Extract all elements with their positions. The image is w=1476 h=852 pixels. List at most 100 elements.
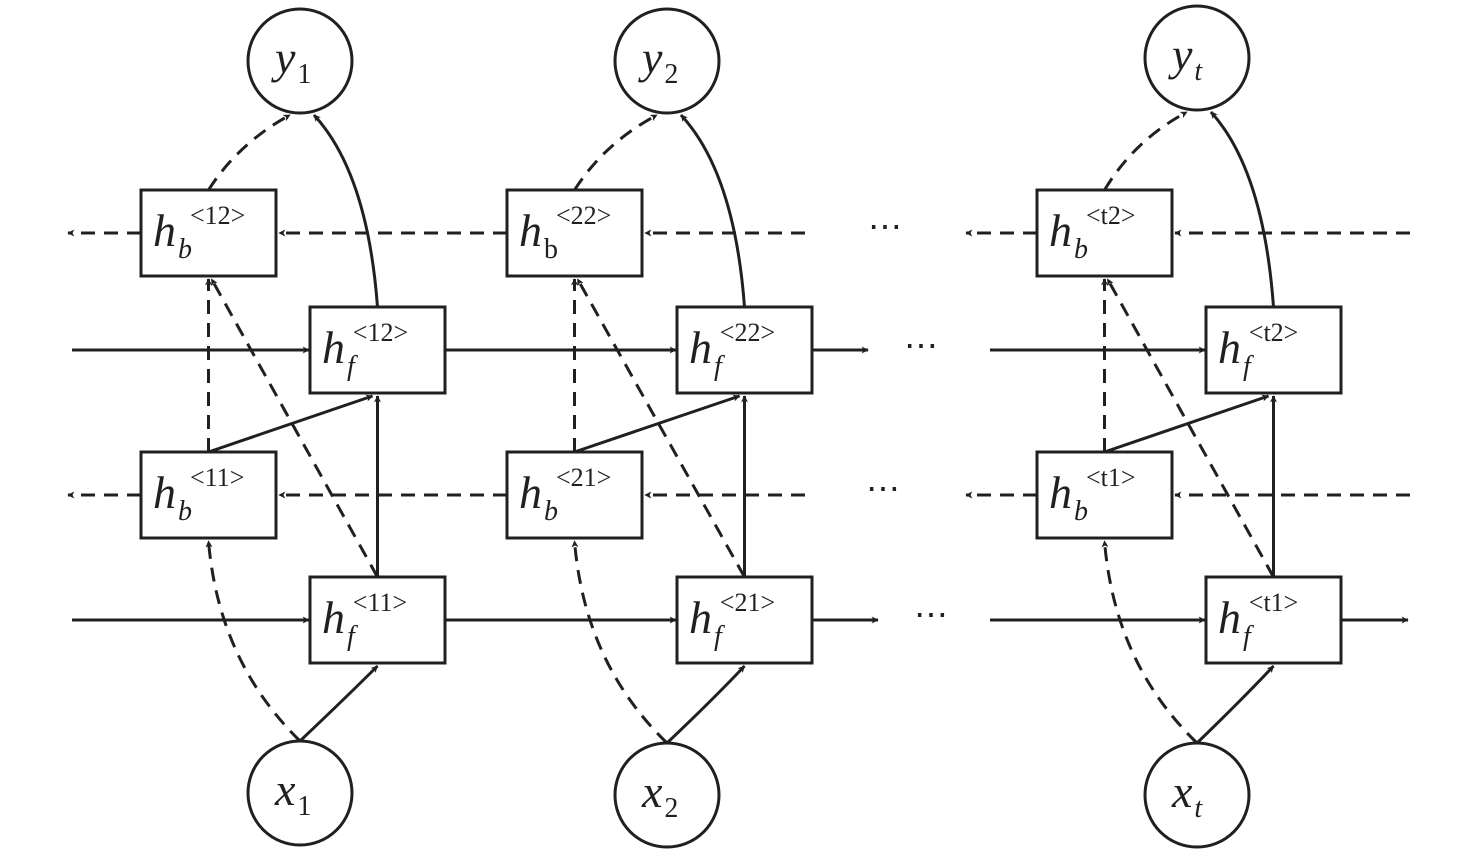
node-label: hf <12> <box>322 318 408 382</box>
node-hf-bottom-t: hf <t1> <box>1204 575 1343 665</box>
node-label: hb<21> <box>519 463 611 527</box>
label-subscript: b <box>178 234 192 265</box>
edge-x-to-hf-bottom <box>1195 664 1275 745</box>
box-outline <box>308 305 447 395</box>
node-label: hb <12> <box>153 201 245 265</box>
node-hb-top-2: hb<22> <box>505 188 644 278</box>
edge-hf-top-to-y <box>312 113 379 308</box>
box-outline <box>1035 450 1174 540</box>
node-hf-bottom-1: hf <11> <box>308 575 447 665</box>
label-var: h <box>322 322 345 373</box>
label-subscript: b <box>544 496 558 527</box>
label-var: h <box>322 592 345 643</box>
label-subscript: f <box>714 351 725 382</box>
label-var: h <box>153 205 176 256</box>
box-outline <box>139 188 278 278</box>
circle-outline <box>246 7 354 115</box>
box-outline <box>308 575 447 665</box>
node-label: x1 <box>274 764 311 822</box>
label-subscript: b <box>1074 496 1088 527</box>
edge-x-to-hb-bottom <box>1101 540 1199 745</box>
edge-hf-bottom-to-hb-top <box>210 278 379 578</box>
circle-outline <box>246 739 354 847</box>
label-superscript: <12> <box>190 201 245 230</box>
node-hb-bottom-1: hb<11> <box>139 450 278 540</box>
label-var: h <box>519 205 542 256</box>
edge-hb-bottom-to-hf-top <box>208 394 374 454</box>
node-output-y2: y2 <box>613 7 721 115</box>
label-subscript: 1 <box>297 59 311 90</box>
label-subscript: f <box>714 621 725 652</box>
node-output-yt: yt <box>1143 4 1251 112</box>
circle-outline <box>613 7 721 115</box>
node-hf-top-2: hf<22> <box>675 305 814 395</box>
node-hb-top-t: hb<t2> <box>1035 188 1174 278</box>
label-subscript: f <box>1243 621 1254 652</box>
label-subscript: b <box>1074 234 1088 265</box>
node-hf-top-t: hf <t2> <box>1204 305 1343 395</box>
label-var: h <box>153 467 176 518</box>
node-label: hf<22> <box>689 318 775 382</box>
label-var: h <box>1218 592 1241 643</box>
node-input-xt: xt <box>1143 741 1251 849</box>
ellipsis-text: ⋯ <box>914 597 948 634</box>
box-outline <box>1035 188 1174 278</box>
label-var: h <box>1049 467 1072 518</box>
edge-hf-bottom-to-hb-top <box>576 278 746 578</box>
node-label: hb<t2> <box>1049 201 1136 265</box>
label-subscript: 2 <box>664 793 678 824</box>
node-hf-top-1: hf <12> <box>308 305 447 395</box>
node-label: hf<21> <box>689 588 775 652</box>
node-label: hf <11> <box>322 588 407 652</box>
label-subscript: b <box>544 234 558 265</box>
circle-outline <box>1143 741 1251 849</box>
node-label: xt <box>1171 766 1203 824</box>
label-superscript: <12> <box>353 318 408 347</box>
edge-hb-top-to-y <box>573 113 658 191</box>
label-var: x <box>641 766 663 817</box>
node-label: hf <t2> <box>1218 318 1298 382</box>
circle-outline <box>1143 4 1251 112</box>
label-subscript: f <box>1243 351 1254 382</box>
box-outline <box>505 188 644 278</box>
node-input-x1: x1 <box>246 739 354 847</box>
node-label: yt <box>1168 29 1203 87</box>
edges <box>67 110 1410 745</box>
node-label: hf <t1> <box>1218 588 1298 652</box>
circle-outline <box>613 741 721 849</box>
edge-hf-bottom-to-hb-top <box>1106 278 1275 578</box>
label-var: h <box>689 322 712 373</box>
edge-x-to-hb-bottom <box>571 540 669 745</box>
label-superscript: <t2> <box>1249 318 1299 347</box>
ellipses: ⋯ ⋯ ⋯ ⋯ <box>866 209 948 634</box>
label-superscript: <21> <box>720 588 775 617</box>
edge-hb-top-to-y <box>207 113 291 191</box>
nodes: hb<12>hf<12>hb<11>hf<11>y1x1hb<22>hf<22>… <box>139 4 1343 849</box>
node-label: x2 <box>641 766 678 824</box>
edge-hf-top-to-y <box>1209 110 1275 308</box>
label-superscript: <t1> <box>1086 463 1136 492</box>
label-superscript: <t1> <box>1249 588 1299 617</box>
ellipsis-text: ⋯ <box>866 471 900 508</box>
node-label: y1 <box>271 32 311 90</box>
label-superscript: <11> <box>353 588 407 617</box>
label-subscript: f <box>347 351 358 382</box>
label-var: h <box>1218 322 1241 373</box>
node-label: hb <t1> <box>1049 463 1136 527</box>
label-superscript: <11> <box>190 463 244 492</box>
box-outline <box>1204 305 1343 395</box>
box-outline <box>139 450 278 540</box>
ellipsis-text: ⋯ <box>868 209 902 246</box>
label-var: y <box>638 32 663 83</box>
node-label: hb<11> <box>153 463 244 527</box>
edge-hb-top-to-y <box>1103 110 1188 191</box>
edge-hb-bottom-to-hf-top <box>574 394 741 454</box>
node-output-y1: y1 <box>246 7 354 115</box>
ellipsis-text: ⋯ <box>904 328 938 365</box>
box-outline <box>1204 575 1343 665</box>
edge-x-to-hf-bottom <box>298 664 379 743</box>
label-subscript: t <box>1194 56 1203 87</box>
label-superscript: <t2> <box>1086 201 1136 230</box>
label-subscript: f <box>347 621 358 652</box>
